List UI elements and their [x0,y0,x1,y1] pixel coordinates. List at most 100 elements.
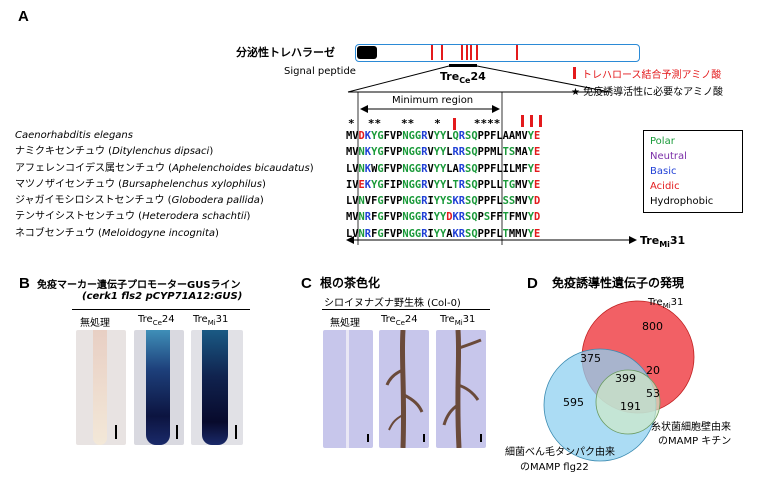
residue: L [346,227,353,240]
residue: F [383,211,390,224]
legend-hydrophobic: Hydrophobic [650,196,714,207]
residue: M [515,195,522,208]
residue: G [414,211,422,224]
legend-acidic: Acidic [650,181,680,192]
legend-basic: Basic [650,166,677,177]
residue: M [346,130,353,142]
signal-peptide-block [357,46,377,59]
residue: Y [527,162,534,175]
residue: Y [433,195,440,208]
residue: I [427,211,434,224]
residue: E [358,178,365,191]
residue: F [371,211,378,224]
residue: M [515,227,522,240]
residue: Y [439,227,447,240]
species-row: テンサイシストセンチュウ (Heterodera schachtii) [15,211,251,223]
residue: Q [452,130,459,142]
residue: E [533,146,541,159]
residue: P [483,195,491,208]
residue: M [490,146,497,159]
residue: P [396,211,403,224]
residue: F [490,130,497,142]
residue: G [414,227,422,240]
residue: L [496,146,503,159]
residue: N [402,227,409,240]
panel-c-letter: C [301,275,312,292]
residue: I [346,178,353,191]
activity-star-row: * ** ** * **** [348,117,501,130]
venn-circle-chitin [595,369,661,435]
residue: D [533,195,541,208]
residue: R [458,162,466,175]
residue: I [502,162,509,175]
residue: Y [371,146,378,159]
residue: Y [433,146,440,159]
residue: T [502,146,509,159]
residue: Q [471,146,478,159]
residue: K [364,130,372,142]
residue: R [421,211,428,224]
binding-site-mark [470,45,472,60]
binding-site-mark [476,45,478,60]
residue: G [377,211,384,224]
residue: Q [471,130,478,142]
panel-d-title: 免疫誘導性遺伝子の発現 [552,276,685,290]
binding-site-mark [521,115,524,127]
residue: N [358,195,365,208]
residue: G [508,178,516,191]
residue: I [427,195,434,208]
residue: G [408,195,415,208]
residue: L [508,162,516,175]
residue: M [515,146,522,159]
residue: G [408,162,415,175]
residue: F [490,211,497,224]
residue: L [490,178,497,191]
binding-key-mark [573,67,576,79]
species-row: アフェレンコイデス属センチュウ (Aphelenchoides bicaudat… [15,162,314,174]
residue: G [377,146,384,159]
residue: M [346,211,353,224]
residue: V [427,146,434,159]
residue: R [364,227,372,240]
binding-site-mark [466,45,468,60]
residue: Y [527,130,534,142]
residue: G [377,195,384,208]
residue: M [515,130,522,142]
residue: E [533,162,541,175]
binding-site-mark [461,45,463,60]
residue: R [458,178,466,191]
signal-peptide-label: Signal peptide [284,66,356,77]
residue: Y [439,178,447,191]
residue: N [402,195,409,208]
residue: V [352,130,359,142]
residue: R [421,146,428,159]
residue: F [371,195,378,208]
residue: A [502,130,509,142]
residue: T [502,227,509,240]
residue: S [465,227,472,240]
residue: Y [433,211,440,224]
residue: L [496,162,503,175]
residue: D [358,130,365,142]
residue: L [446,130,453,142]
residue: Y [439,162,447,175]
residue: Y [527,195,534,208]
venn-count-all: 399 [615,372,636,385]
residue: S [465,178,472,191]
residue: F [383,146,390,159]
residue: F [521,162,528,175]
residue: V [352,162,359,175]
residue: V [364,195,372,208]
residue: S [446,195,453,208]
residue: Y [439,146,447,159]
residue: Y [371,130,378,142]
residue: G [377,162,384,175]
minimum-region-label: Minimum region [392,95,474,106]
residue: Y [433,162,440,175]
b-cond-untreated: 無処理 [80,318,110,329]
residue: G [408,178,415,191]
legend-polar: Polar [650,136,675,147]
residue: V [352,211,359,224]
